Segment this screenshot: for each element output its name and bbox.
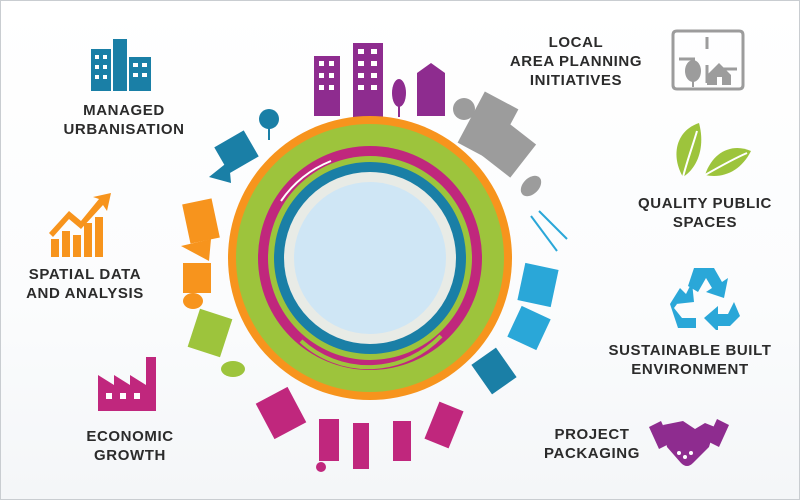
- recycle-icon: [670, 268, 740, 330]
- growth-chart-icon: [49, 193, 111, 257]
- skyline: [181, 43, 568, 472]
- handshake-icon: [649, 419, 729, 466]
- concentric-rings: [228, 116, 512, 400]
- leaves-icon: [676, 123, 751, 178]
- factory-icon: [98, 357, 156, 411]
- city-buildings-icon: [91, 39, 151, 91]
- city-ring-illustration: [181, 43, 568, 472]
- planning-map-icon: [671, 29, 745, 91]
